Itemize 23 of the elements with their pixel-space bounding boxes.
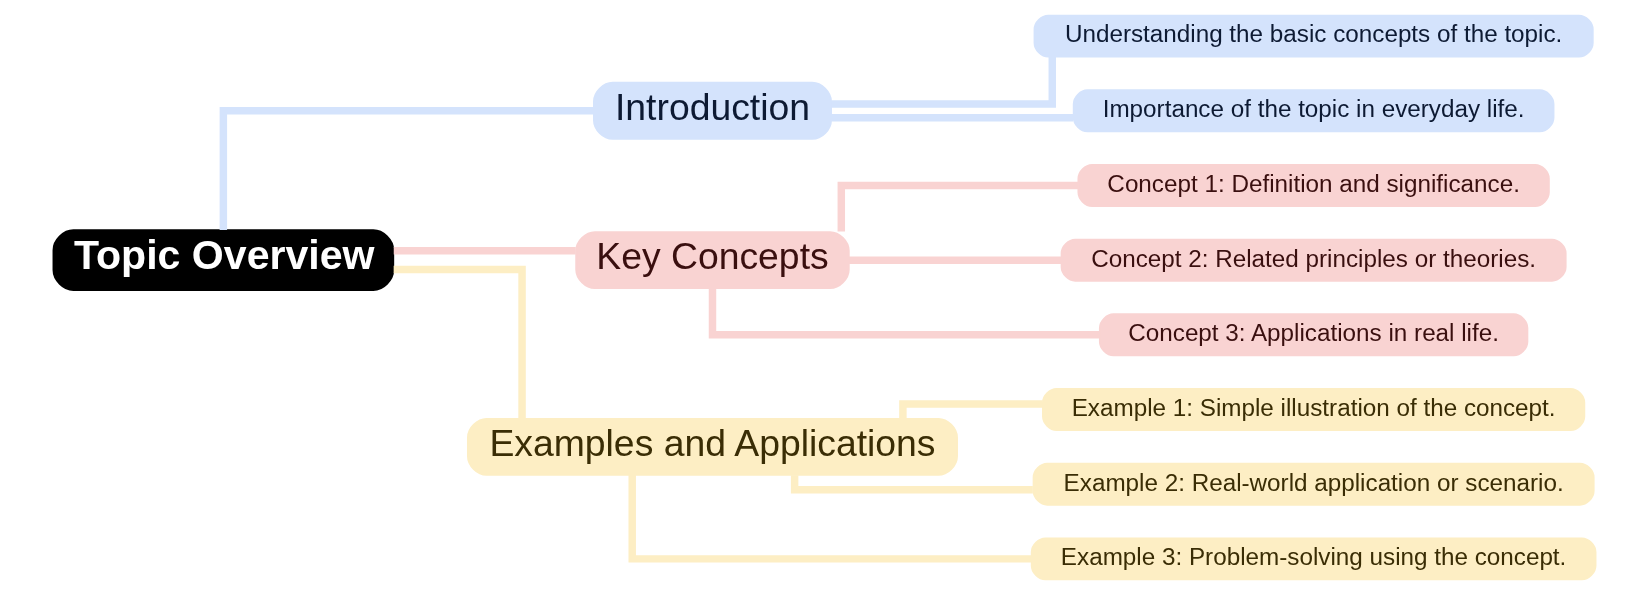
node-box: Key Concepts <box>574 231 850 290</box>
node-box: Topic Overview <box>52 229 394 291</box>
node-box: Understanding the basic concepts of the topic. <box>1033 14 1594 58</box>
node-box: Example 1: Simple illustration of the concept. <box>1041 388 1585 431</box>
connector <box>898 400 1043 419</box>
connector <box>830 56 1056 108</box>
node-box: Concept 2: Related principles or theories. <box>1060 238 1567 282</box>
connector <box>393 265 526 419</box>
connector <box>848 256 1061 264</box>
connector <box>708 288 1099 339</box>
node-box: Introduction <box>592 81 832 140</box>
connector <box>830 113 1073 122</box>
node-box: Example 2: Real-world application or scenario. <box>1032 462 1595 506</box>
node-box: Importance of the topic in everyday life. <box>1072 89 1554 133</box>
connector <box>627 475 1032 563</box>
connector <box>790 475 1033 494</box>
node-box: Examples and Applications <box>466 417 958 476</box>
node-box: Concept 1: Definition and significance. <box>1076 164 1550 207</box>
connector <box>837 181 1078 232</box>
node-box: Concept 3: Applications in real life. <box>1098 313 1528 357</box>
node-box: Example 3: Problem-solving using the concept. <box>1030 537 1596 581</box>
connector <box>219 107 593 230</box>
connector <box>393 247 576 255</box>
